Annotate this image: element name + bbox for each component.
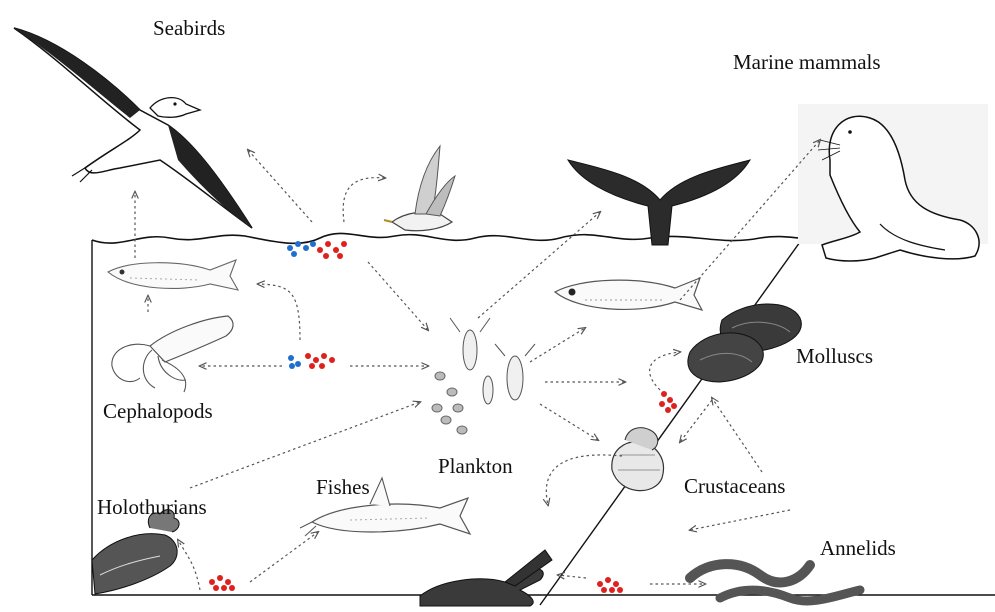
whale-tail-icon — [568, 160, 750, 245]
plankton-icon — [432, 318, 535, 434]
label-marine-mammals: Marine mammals — [733, 52, 881, 73]
label-plankton: Plankton — [438, 456, 513, 477]
sea-lion-icon — [798, 104, 988, 261]
seafloor-particle-cluster — [597, 577, 623, 593]
mollusc-particle-cluster — [659, 391, 677, 413]
label-annelids: Annelids — [820, 538, 896, 559]
midwater-particle-cluster — [288, 353, 335, 369]
sea-cucumber-icon — [92, 510, 179, 594]
crayfish-icon — [420, 550, 552, 606]
holothurian-particle-cluster — [209, 575, 235, 591]
label-seabirds: Seabirds — [153, 18, 225, 39]
albatross-icon — [14, 28, 252, 228]
surface-particle-cluster — [287, 241, 347, 259]
label-crustaceans: Crustaceans — [684, 476, 785, 497]
gull-icon — [384, 146, 455, 231]
lanternfish-icon — [108, 260, 238, 290]
sea-surface-line — [92, 233, 810, 243]
label-cephalopods: Cephalopods — [103, 401, 213, 422]
mussel-icon — [688, 304, 801, 382]
barnacle-icon — [612, 428, 664, 491]
label-holothurians: Holothurians — [97, 497, 207, 518]
label-fishes: Fishes — [316, 477, 370, 498]
lanternfish-icon — [555, 278, 702, 310]
squid-icon — [112, 316, 233, 392]
label-molluscs: Molluscs — [796, 346, 873, 367]
